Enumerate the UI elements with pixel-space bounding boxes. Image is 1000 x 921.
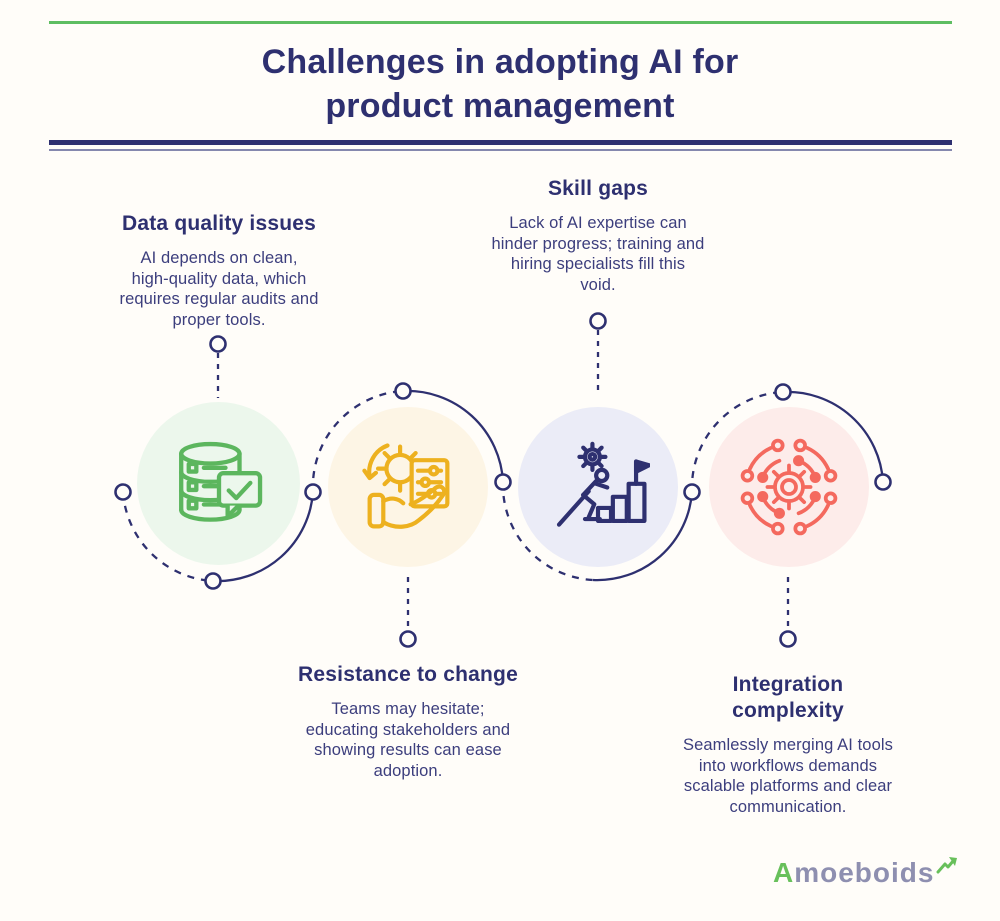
section-body-line: Teams may hesitate; [331,700,485,718]
brand-logo-prefix: A [773,857,795,888]
path-node [304,483,322,501]
brand-logo-rest: moeboids [794,857,935,888]
section-body-line: Lack of AI expertise can [509,214,687,232]
section-skill-gaps: Skill gaps Lack of AI expertise can hind… [448,176,748,295]
section-body-line: scalable platforms and clear [683,777,893,795]
section-body-line: into workflows demands [698,756,878,775]
career-climb-gear-flag-icon [556,441,650,527]
title-divider-thin [49,149,952,151]
section-body-line: hiring specialists fill this [510,255,686,273]
path-node [874,473,892,491]
section-body-line: adoption. [373,761,443,780]
page-title-line2: product management [325,87,675,125]
section-body-line: void. [580,275,616,294]
section-body-line: AI depends on clean, [140,249,298,267]
section-body-line: proper tools. [172,310,266,329]
path-node [774,383,792,401]
section-body-line: high-quality data, which [131,269,307,288]
section-body-line: showing results can ease [314,741,502,759]
text-node [779,630,797,648]
page-title-line1: Challenges in adopting AI for [261,43,739,81]
section-heading-line2: complexity [732,699,844,722]
page-title: Challenges in adopting AI for product ma… [0,40,1000,128]
hand-gear-sliders-icon [361,442,449,529]
text-node [209,335,227,353]
section-body-line: hinder progress; training and [491,234,705,253]
path-node [204,572,222,590]
section-body-line: Seamlessly merging AI tools [683,736,893,754]
section-resistance-to-change: Resistance to change Teams may hesitate;… [258,662,558,781]
text-node [399,630,417,648]
icon-circle-resistance [328,407,488,567]
icon-circle-integration [709,407,869,567]
title-divider-thick [49,140,952,145]
section-body-line: communication. [729,797,847,816]
growth-arrow-icon [936,857,958,874]
section-integration-complexity: Integration complexity Seamlessly mergin… [638,672,938,817]
path-node [683,483,701,501]
section-body-line: requires regular audits and [119,290,319,308]
database-check-icon [178,441,262,522]
icon-circle-data-quality [137,402,300,565]
path-node [394,382,412,400]
section-heading: Resistance to change [298,663,518,686]
gear-network-icon [740,438,838,536]
top-accent-line [49,21,952,24]
icon-circle-skill-gaps [518,407,678,567]
text-node [589,312,607,330]
section-body-line: educating stakeholders and [305,720,511,739]
section-data-quality-issues: Data quality issues AI depends on clean,… [69,211,369,330]
path-node [114,483,132,501]
section-heading: Data quality issues [121,212,317,235]
section-heading: Skill gaps [547,177,649,200]
section-heading: Integration [732,673,844,696]
path-node [494,473,512,491]
